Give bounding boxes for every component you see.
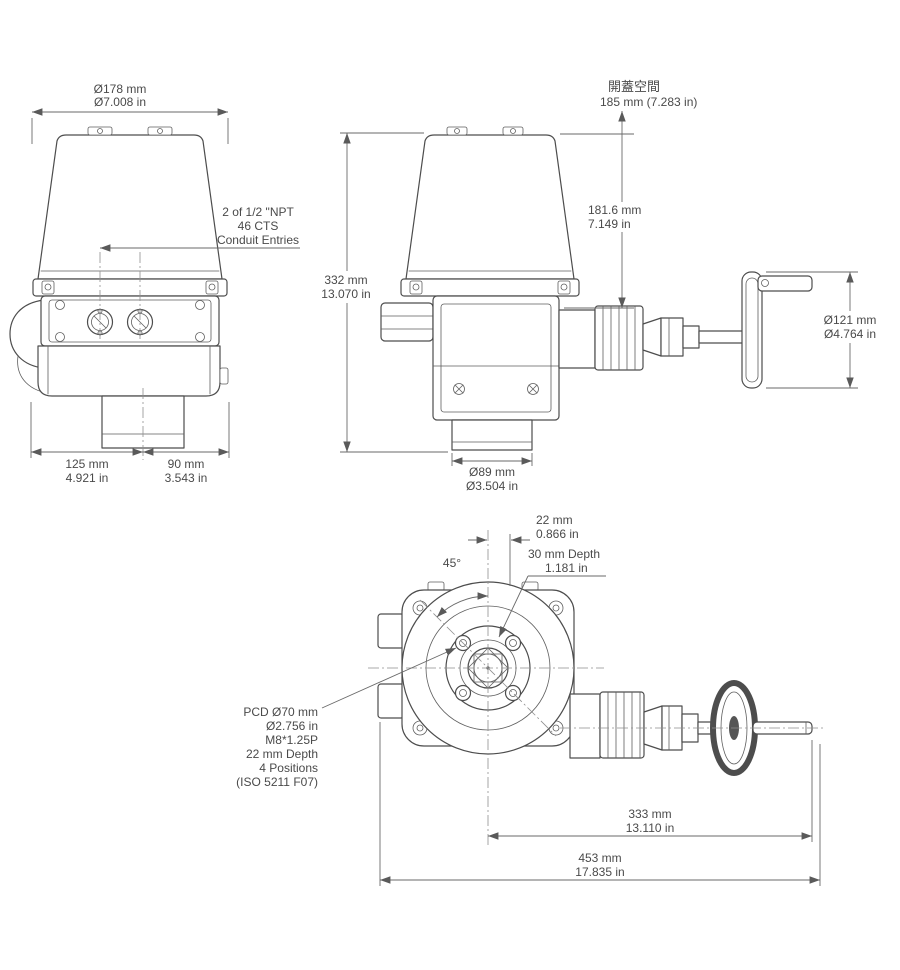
handwheel-assembly-side xyxy=(558,271,813,389)
pcd-bolt-hole xyxy=(504,634,522,652)
cover-screw-tab xyxy=(502,126,524,136)
dim-length-453: 453 mm 17.835 in xyxy=(379,722,821,886)
right-width-in-label: 3.543 in xyxy=(165,471,208,485)
actuator-side xyxy=(380,126,580,451)
side-view: 開蓋空間 185 mm (7.283 in) 181.6 mm 7.149 in… xyxy=(316,79,882,493)
offset-mm-label: 22 mm xyxy=(536,513,573,527)
actuator-front xyxy=(9,126,229,449)
cover-dome-front xyxy=(37,134,223,280)
cover-dome-side xyxy=(405,134,575,280)
side-housing-front xyxy=(9,299,45,369)
cover-height-in-label: 7.149 in xyxy=(588,217,631,231)
dim-offset-22: 22 mm 0.866 in xyxy=(468,513,579,586)
conduit-note-line3: Conduit Entries xyxy=(217,233,299,247)
pcd-line4-label: 22 mm Depth xyxy=(246,747,318,761)
override-gearbox-top xyxy=(599,691,645,759)
conduit-note-line1: 2 of 1/2 "NPT xyxy=(222,205,294,219)
handwheel-assembly-top xyxy=(599,680,813,776)
socket-depth-label: 30 mm Depth xyxy=(528,547,600,561)
front-view: Ø178 mm Ø7.008 in xyxy=(9,82,300,485)
mount-tab xyxy=(377,613,405,649)
pcd-line6-label: (ISO 5211 F07) xyxy=(236,775,318,789)
length-333-in-label: 13.110 in xyxy=(626,821,675,835)
pcd-line3-label: M8*1.25P xyxy=(265,733,318,747)
bolt-angle-label: 45° xyxy=(443,556,461,570)
top-view: 22 mm 0.866 in 30 mm Depth 1.181 in 45° … xyxy=(236,513,824,886)
centerlines-top xyxy=(368,530,824,846)
base-dia-mm-label: Ø89 mm xyxy=(469,465,515,479)
clearance-title-label: 開蓋空間 xyxy=(608,79,660,94)
mount-tab xyxy=(377,683,405,719)
right-width-mm-label: 90 mm xyxy=(168,457,205,471)
offset-in-label: 0.866 in xyxy=(536,527,579,541)
length-333-mm-label: 333 mm xyxy=(628,807,671,821)
note-pcd: PCD Ø70 mm Ø2.756 in M8*1.25P 22 mm Dept… xyxy=(236,647,457,789)
note-socket-depth: 30 mm Depth 1.181 in xyxy=(498,547,606,638)
dim-length-333: 333 mm 13.110 in xyxy=(488,740,813,842)
dim-base-dia: Ø89 mm Ø3.504 in xyxy=(451,453,533,493)
cover-screw-tab xyxy=(147,126,173,136)
socket-depth-in-label: 1.181 in xyxy=(545,561,588,575)
front-width-in-label: Ø7.008 in xyxy=(94,95,146,109)
dim-clearance: 開蓋空間 185 mm (7.283 in) 181.6 mm 7.149 in xyxy=(560,79,697,309)
clearance-value-label: 185 mm (7.283 in) xyxy=(600,95,697,109)
connector-block-side xyxy=(380,302,434,342)
conduit-note-line2: 46 CTS xyxy=(238,219,279,233)
length-453-in-label: 17.835 in xyxy=(575,865,624,879)
actuator-top xyxy=(377,581,601,759)
dim-angle-45: 45° xyxy=(436,556,489,618)
output-stem-side xyxy=(451,419,533,451)
handwheel-dia-in-label: Ø4.764 in xyxy=(824,327,876,341)
front-width-mm-label: Ø178 mm xyxy=(94,82,147,96)
pcd-line5-label: 4 Positions xyxy=(259,761,318,775)
handwheel-dia-mm-label: Ø121 mm xyxy=(824,313,877,327)
cover-screw-tab xyxy=(87,126,113,136)
flange-front xyxy=(32,278,228,297)
dim-front-width: Ø178 mm Ø7.008 in xyxy=(31,82,229,144)
fold-handle-side xyxy=(757,275,813,292)
dim-front-bottom: 125 mm 4.921 in 90 mm 3.543 in xyxy=(30,402,230,485)
flange-side xyxy=(400,278,580,297)
pcd-bolt-hole xyxy=(454,684,472,702)
pcd-line1-label: PCD Ø70 mm xyxy=(243,705,318,719)
base-dia-in-label: Ø3.504 in xyxy=(466,479,518,493)
cover-height-mm-label: 181.6 mm xyxy=(588,203,641,217)
left-width-in-label: 4.921 in xyxy=(66,471,109,485)
overall-height-mm-label: 332 mm xyxy=(324,273,367,287)
overall-height-in-label: 13.070 in xyxy=(321,287,370,301)
lower-body-front xyxy=(37,345,221,397)
cover-screw-tab xyxy=(446,126,468,136)
length-453-mm-label: 453 mm xyxy=(578,851,621,865)
conduit-note: 2 of 1/2 "NPT 46 CTS Conduit Entries xyxy=(100,205,300,252)
dim-overall-height: 332 mm 13.070 in xyxy=(316,132,448,453)
pcd-line2-label: Ø2.756 in xyxy=(266,719,318,733)
dim-handwheel-dia: Ø121 mm Ø4.764 in xyxy=(766,271,882,389)
centerlines-front xyxy=(99,252,144,460)
left-width-mm-label: 125 mm xyxy=(65,457,108,471)
